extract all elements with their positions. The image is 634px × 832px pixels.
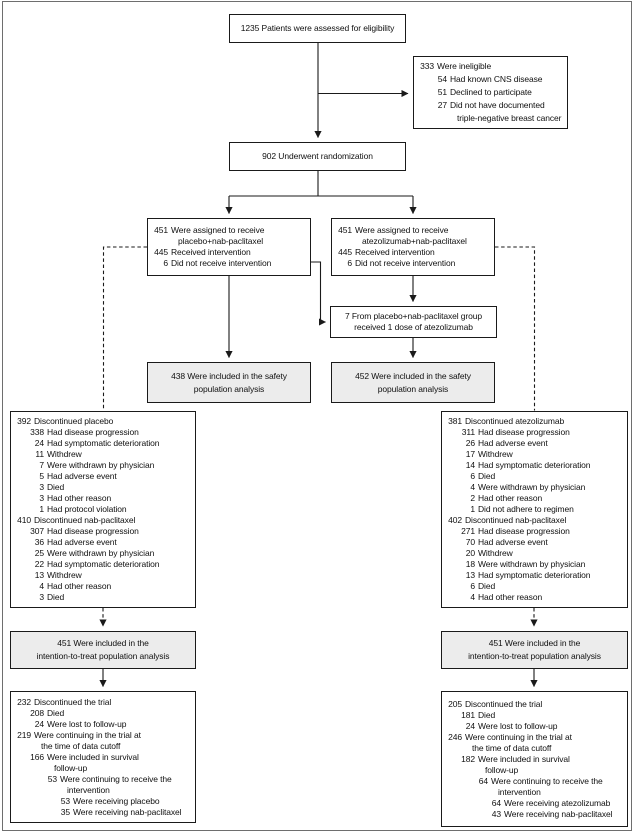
box-line: intention-to-treat population analysis [36, 651, 170, 661]
box-line: intention-to-treat population analysis [468, 651, 601, 661]
box-assessed-eligibility: 1235 Patients were assessed for eligibil… [229, 14, 406, 43]
dashed-placebo-to-discontinued [102, 246, 147, 411]
box-line: 452 Were included in the safety [355, 370, 471, 381]
box-itt-population-placebo: 451 Were included in the intention-to-tre… [10, 631, 196, 669]
box-line: the time of data cutoff [472, 742, 552, 753]
box-safety-population-atezolizumab: 452 Were included in the safety populatio… [331, 362, 495, 403]
box-line: placebo+nab-paclitaxel [178, 236, 263, 246]
box-line: 7 From placebo+nab-paclitaxel group [344, 311, 483, 321]
box-line: 1235 Patients were assessed for eligibil… [240, 23, 395, 33]
box-itt-population-atezolizumab: 451 Were included in the intention-to-tre… [441, 631, 628, 669]
box-line: 451 Were included in the [488, 638, 581, 648]
box-randomized: 902 Underwent randomization [229, 142, 406, 171]
box-line: 438 Were included in the safety [171, 370, 287, 381]
box-line: triple-negative breast cancer [457, 113, 562, 123]
box-line: intervention [67, 784, 110, 795]
arrow-placebo-to-crossover [311, 261, 327, 326]
box-line: 902 Underwent randomization [262, 151, 373, 161]
box-line: intervention [498, 786, 541, 797]
box-line: the time of data cutoff [41, 740, 121, 751]
box-line: received 1 dose of atezolizumab [354, 322, 473, 332]
dashed-atezo-to-discontinued [495, 246, 536, 411]
box-line: population analysis [193, 383, 265, 394]
box-line: follow-up [485, 764, 519, 775]
box-line: atezolizumab+nab-paclitaxel [362, 236, 467, 246]
box-line: population analysis [377, 383, 449, 394]
box-line: 451 Were included in the [57, 638, 149, 648]
box-line: follow-up [54, 762, 88, 773]
box-safety-population-placebo: 438 Were included in the safety populatio… [147, 362, 311, 403]
